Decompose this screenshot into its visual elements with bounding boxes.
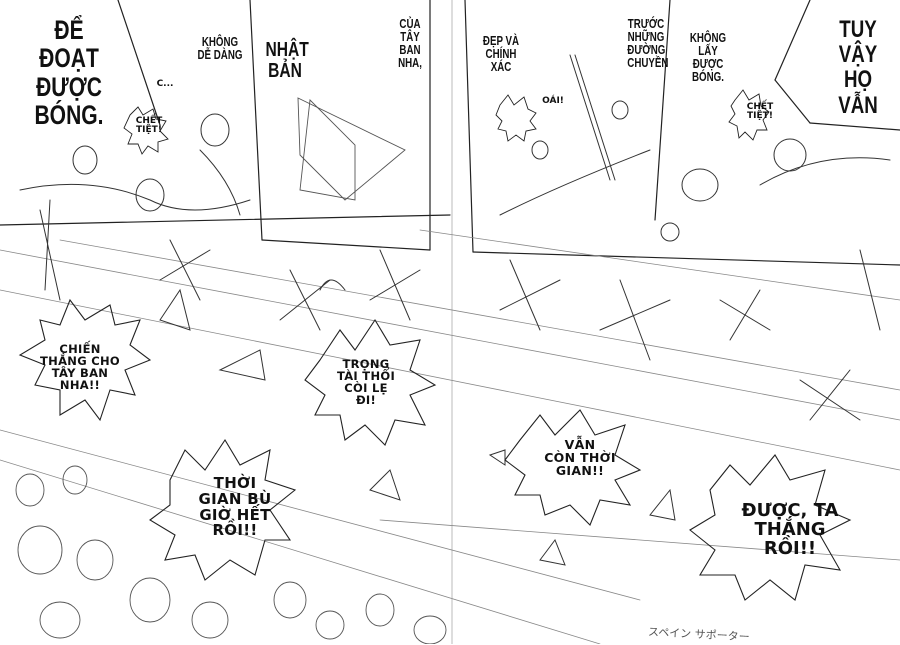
narration-tuy-vay-ho-van: TUY VẬY HỌ VẪN <box>838 16 878 119</box>
sfx-oai: OÁI! <box>542 96 564 106</box>
narration-de-doat-duoc-bong: ĐỂ ĐOẠT ĐƯỢC BÓNG. <box>34 15 104 131</box>
narration-khong-de-dang: KHÔNG DỄ DÀNG <box>197 35 243 63</box>
shout-chet-tiet-right: CHẾT TIỆT! <box>746 102 774 122</box>
shout-chien-thang-cho-tay-ban-nha: CHIẾN THẮNG CHO TÂY BAN NHA!! <box>40 342 120 393</box>
narration-dep-va-chinh-xac: ĐẸP VÀ CHÍNH XÁC <box>482 34 520 75</box>
shout-duoc-ta-thang-roi: ĐƯỢC, TA THẮNG RỒI!! <box>741 500 839 559</box>
shout-trong-tai-thoi-coi-le-di: TRỌNG TÀI THỔI CÒI LẸ ĐI! <box>336 357 396 408</box>
shout-chet-tiet-left: CHẾT TIỆT! <box>135 116 163 136</box>
narration-truoc-nhung-duong-chuyen: TRƯỚC NHỮNG ĐƯỜNG CHUYỀN <box>627 17 669 71</box>
shout-thoi-gian-bu-gio-het-roi: THỜI GIAN BÙ GIỜ HẾT RỒI!! <box>198 474 272 540</box>
narration-cua-tay-ban-nha: CỦA TÂY BAN NHA, <box>398 17 422 71</box>
narration-nhat-ban: NHẬT BẢN <box>265 39 309 82</box>
shout-van-con-thoi-gian: VẪN CÒN THỜI GIAN!! <box>544 437 616 479</box>
narration-khong-lay-duoc-bong: KHÔNG LẤY ĐƯỢC BÓNG. <box>689 31 727 85</box>
sfx-c: C... <box>156 79 174 89</box>
